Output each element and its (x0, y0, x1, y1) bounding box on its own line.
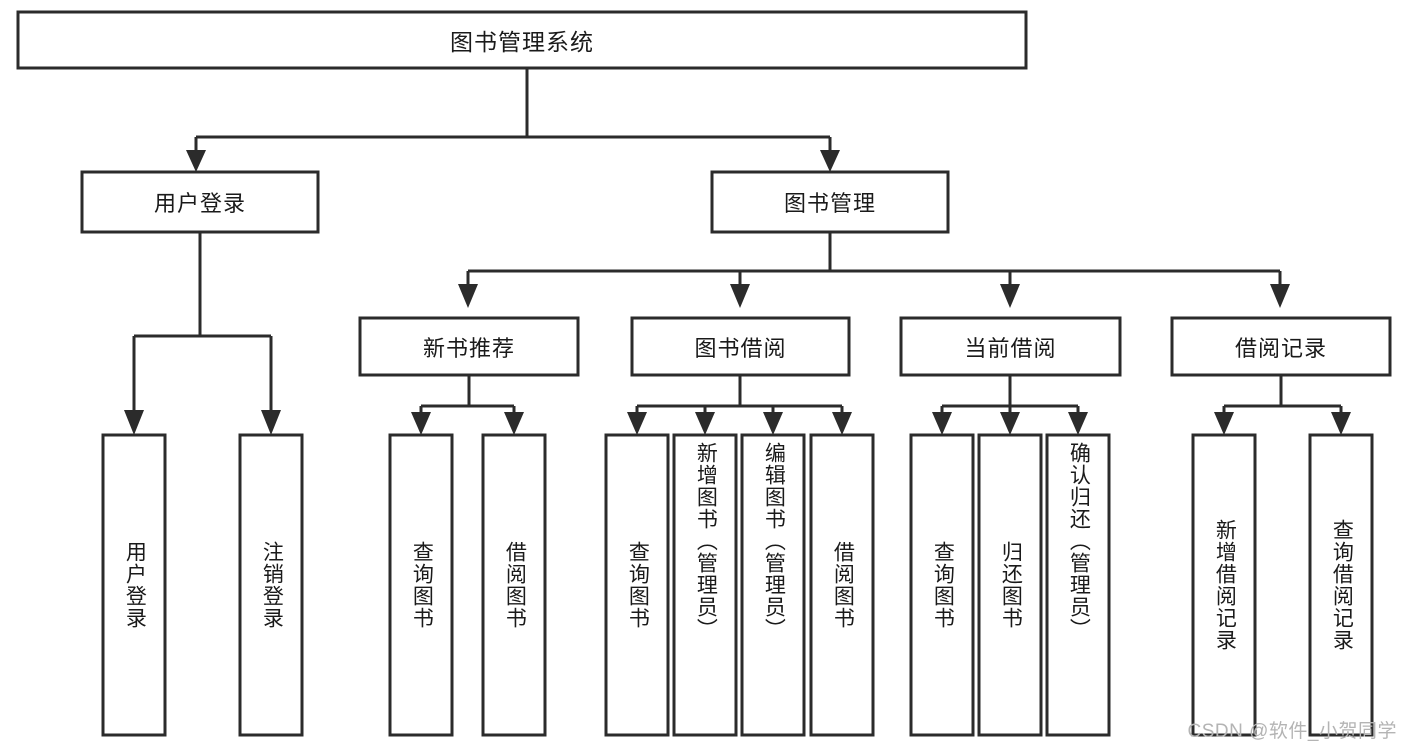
leaf-box[interactable] (238, 433, 304, 737)
leaf-box[interactable] (740, 433, 806, 737)
connector-user-login-to-leaves (124, 232, 281, 435)
leaf-box[interactable] (481, 433, 547, 737)
leaf-box[interactable] (388, 433, 454, 737)
node-current-borrow[interactable] (899, 316, 1122, 377)
leaf-box[interactable] (1308, 433, 1374, 737)
node-user-login[interactable] (80, 170, 320, 234)
node-book-management[interactable] (710, 170, 950, 234)
connector-root-to-level2 (186, 68, 840, 172)
connector-new-book-to-leaves (411, 375, 524, 435)
leaf-box[interactable] (977, 433, 1043, 737)
leaf-box[interactable] (672, 433, 738, 737)
leaf-box[interactable] (809, 433, 875, 737)
leaf-box[interactable] (101, 433, 167, 737)
leaf-box[interactable] (1191, 433, 1257, 737)
node-new-book-recommend[interactable] (358, 316, 580, 377)
leaf-box[interactable] (1045, 433, 1111, 737)
node-borrow-record[interactable] (1170, 316, 1392, 377)
node-root[interactable] (16, 10, 1028, 70)
connector-book-borrow-to-leaves (627, 375, 852, 435)
leaf-box[interactable] (604, 433, 670, 737)
connector-current-borrow-to-leaves (932, 375, 1088, 435)
node-book-borrow[interactable] (630, 316, 851, 377)
connector-borrow-record-to-leaves (1214, 375, 1351, 435)
leaf-box[interactable] (909, 433, 975, 737)
connector-book-mgmt-to-level3 (458, 232, 1290, 308)
